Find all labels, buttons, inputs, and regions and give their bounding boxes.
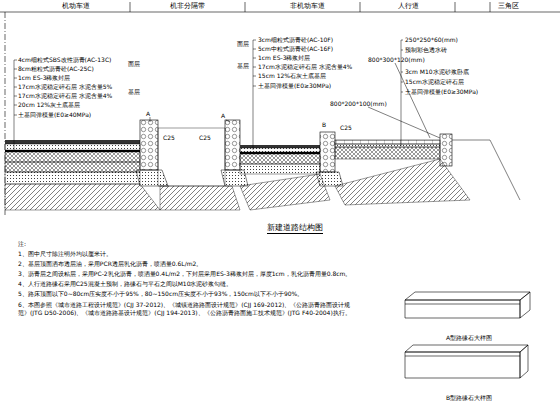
drawing-title: 新建道路结构图 bbox=[267, 222, 323, 234]
layer-label: 1cm ES-3稀浆封层 bbox=[18, 74, 70, 81]
layer-label: 800*200*100(mm) bbox=[330, 100, 387, 107]
layer-label: 基层 bbox=[237, 62, 249, 69]
layer-label: 20cm 12%灰土底基层 bbox=[18, 101, 80, 108]
lane-header: 机非分隔带 bbox=[170, 2, 205, 10]
layer-label: 17cm水泥稳定碎石层 水泥含量4% bbox=[18, 92, 112, 99]
layer-label: C25 bbox=[162, 134, 176, 141]
layer-label: 250*250*60(mm) bbox=[405, 36, 458, 43]
layer-label: 15cm 12%石灰土底基层 bbox=[258, 72, 326, 79]
note-line: 注: bbox=[18, 240, 358, 248]
layer-label: 土基回弹模量(E0≥30MPa) bbox=[258, 82, 331, 89]
layer-label: B型路缘石大样图 bbox=[445, 394, 493, 401]
lane-header: 非机动车道 bbox=[290, 2, 325, 10]
layer-label: 面层 bbox=[128, 60, 140, 67]
layer-label: 800*300*120(mm) bbox=[368, 56, 425, 63]
layer-label: 土基回弹模量(E0≥40MPa) bbox=[18, 111, 91, 118]
layer-label: 1cm ES-3稀浆封层 bbox=[258, 54, 310, 61]
notes-block: 注: 1、图中尺寸除注明外均以厘米计。 2、基层顶面洒布透层油，采用PCR透层乳化沥… bbox=[18, 240, 358, 319]
layer-label: B bbox=[322, 121, 326, 128]
lane-header: 三角区 bbox=[498, 2, 519, 10]
layer-label: 面层 bbox=[237, 40, 249, 47]
layer-label: 5cm中粒式沥青砼(AC-16F) bbox=[258, 45, 333, 52]
note-line: 2、基层顶面洒布透层油，采用PCR透层乳化沥青，喷洒量0.6L/m2。 bbox=[18, 260, 358, 268]
layer-label: A bbox=[221, 112, 225, 119]
layer-label: 预制彩色透水砖 bbox=[405, 46, 447, 53]
note-line: 3、沥青层之间设粘层，采用PC-2乳化沥青，喷洒量0.4L/m2，下封层采用ES… bbox=[18, 270, 358, 278]
layer-label: A型路缘石大样图 bbox=[445, 334, 493, 341]
note-line: 1、图中尺寸除注明外均以厘米计。 bbox=[18, 250, 358, 258]
layer-label: 4cm细粒式SBS改性沥青(AC-13C) bbox=[18, 56, 111, 63]
layer-label: 基层 bbox=[128, 88, 140, 95]
layer-label: 土基回弹模量(E0≥30MPa) bbox=[405, 88, 478, 95]
layer-label: 17cm水泥稳定碎石层 水泥含量5% bbox=[18, 83, 112, 90]
note-line: 4、人行道路缘石采用C25混凝土预制，路缘石与平石之间以M10水泥砂浆勾缝。 bbox=[18, 280, 358, 288]
layer-label: C25 bbox=[198, 134, 212, 141]
layer-label: C25 bbox=[340, 124, 352, 131]
layer-label: 15cm水泥稳定碎石层 bbox=[405, 78, 464, 85]
layer-label: 3cm细粒式沥青砼(AC-10F) bbox=[258, 36, 333, 43]
layer-label: 8cm粗粒式沥青砼(AC-25C) bbox=[18, 65, 94, 72]
note-line: 5、路床顶面以下0~80cm压实度不小于95%，80~150cm压实度不小于93… bbox=[18, 290, 358, 298]
layer-label: 17cm水泥稳定碎石层 水泥含量4% bbox=[258, 63, 352, 70]
note-line: 6、本图参照《城市道路工程设计规范》(CJJ 37-2012)、《城镇道路路面设… bbox=[18, 301, 358, 317]
lane-header: 人行道 bbox=[398, 2, 419, 10]
layer-label: A bbox=[146, 110, 150, 117]
lane-header: 机动车道 bbox=[62, 2, 90, 10]
layer-label: 3cm M10水泥砂浆卧底 bbox=[405, 68, 469, 75]
